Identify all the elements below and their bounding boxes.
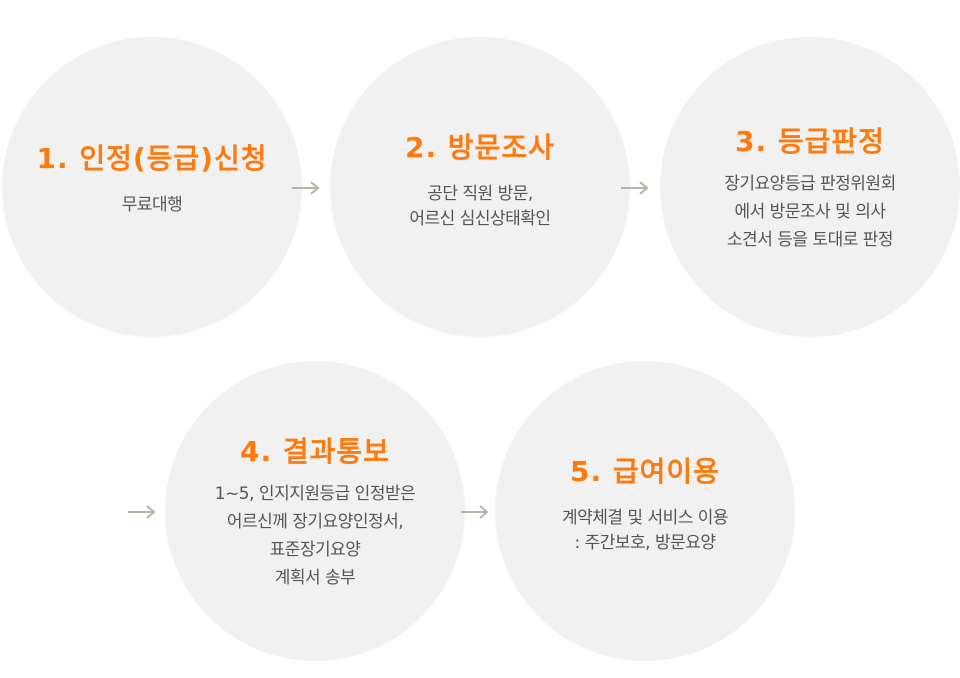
desc-line: 1~5, 인지지원등급 인정받은 [214, 484, 416, 504]
arrow-right-icon [128, 505, 156, 519]
step-description: 1~5, 인지지원등급 인정받은 어르신께 장기요양인정서, 표준장기요양 계획… [215, 480, 416, 592]
desc-line: 어르신께 장기요양인정서, [226, 512, 404, 532]
step-description: 공단 직원 방문, 어르신 심신상태확인 [409, 182, 551, 232]
arrow-right-icon [292, 181, 320, 195]
arrow-right-icon [461, 505, 489, 519]
step-description: 계약체결 및 서비스 이용 : 주간보호, 방문요양 [561, 506, 729, 556]
step-5-circle: 5. 급여이용 계약체결 및 서비스 이용 : 주간보호, 방문요양 [495, 361, 795, 661]
step-3-circle: 3. 등급판정 장기요양등급 판정위원회 에서 방문조사 및 의사 소견서 등을… [660, 37, 960, 337]
desc-line: 어르신 심신상태확인 [409, 209, 551, 229]
desc-line: 계약체결 및 서비스 이용 [561, 508, 729, 528]
desc-line: 표준장기요양 [269, 540, 361, 560]
desc-line: 무료대행 [121, 194, 183, 215]
desc-line: 소견서 등을 토대로 판정 [726, 230, 894, 250]
step-title: 5. 급여이용 [570, 455, 720, 488]
desc-line: 공단 직원 방문, [427, 184, 533, 204]
step-description: 무료대행 [122, 193, 183, 218]
step-4-circle: 4. 결과통보 1~5, 인지지원등급 인정받은 어르신께 장기요양인정서, 표… [165, 361, 465, 661]
desc-line: 계획서 송부 [274, 568, 356, 588]
step-title: 1. 인정(등급)신청 [36, 141, 268, 175]
step-title: 3. 등급판정 [735, 125, 885, 158]
desc-line: 에서 방문조사 및 의사 [734, 202, 886, 222]
desc-line: : 주간보호, 방문요양 [574, 533, 716, 553]
step-2-circle: 2. 방문조사 공단 직원 방문, 어르신 심신상태확인 [330, 37, 630, 337]
step-title: 2. 방문조사 [405, 131, 555, 164]
arrow-right-icon [621, 181, 649, 195]
step-title: 4. 결과통보 [240, 435, 390, 468]
desc-line: 장기요양등급 판정위원회 [724, 174, 896, 194]
step-1-circle: 1. 인정(등급)신청 무료대행 [2, 37, 302, 337]
step-description: 장기요양등급 판정위원회 에서 방문조사 및 의사 소견서 등을 토대로 판정 [724, 170, 896, 254]
